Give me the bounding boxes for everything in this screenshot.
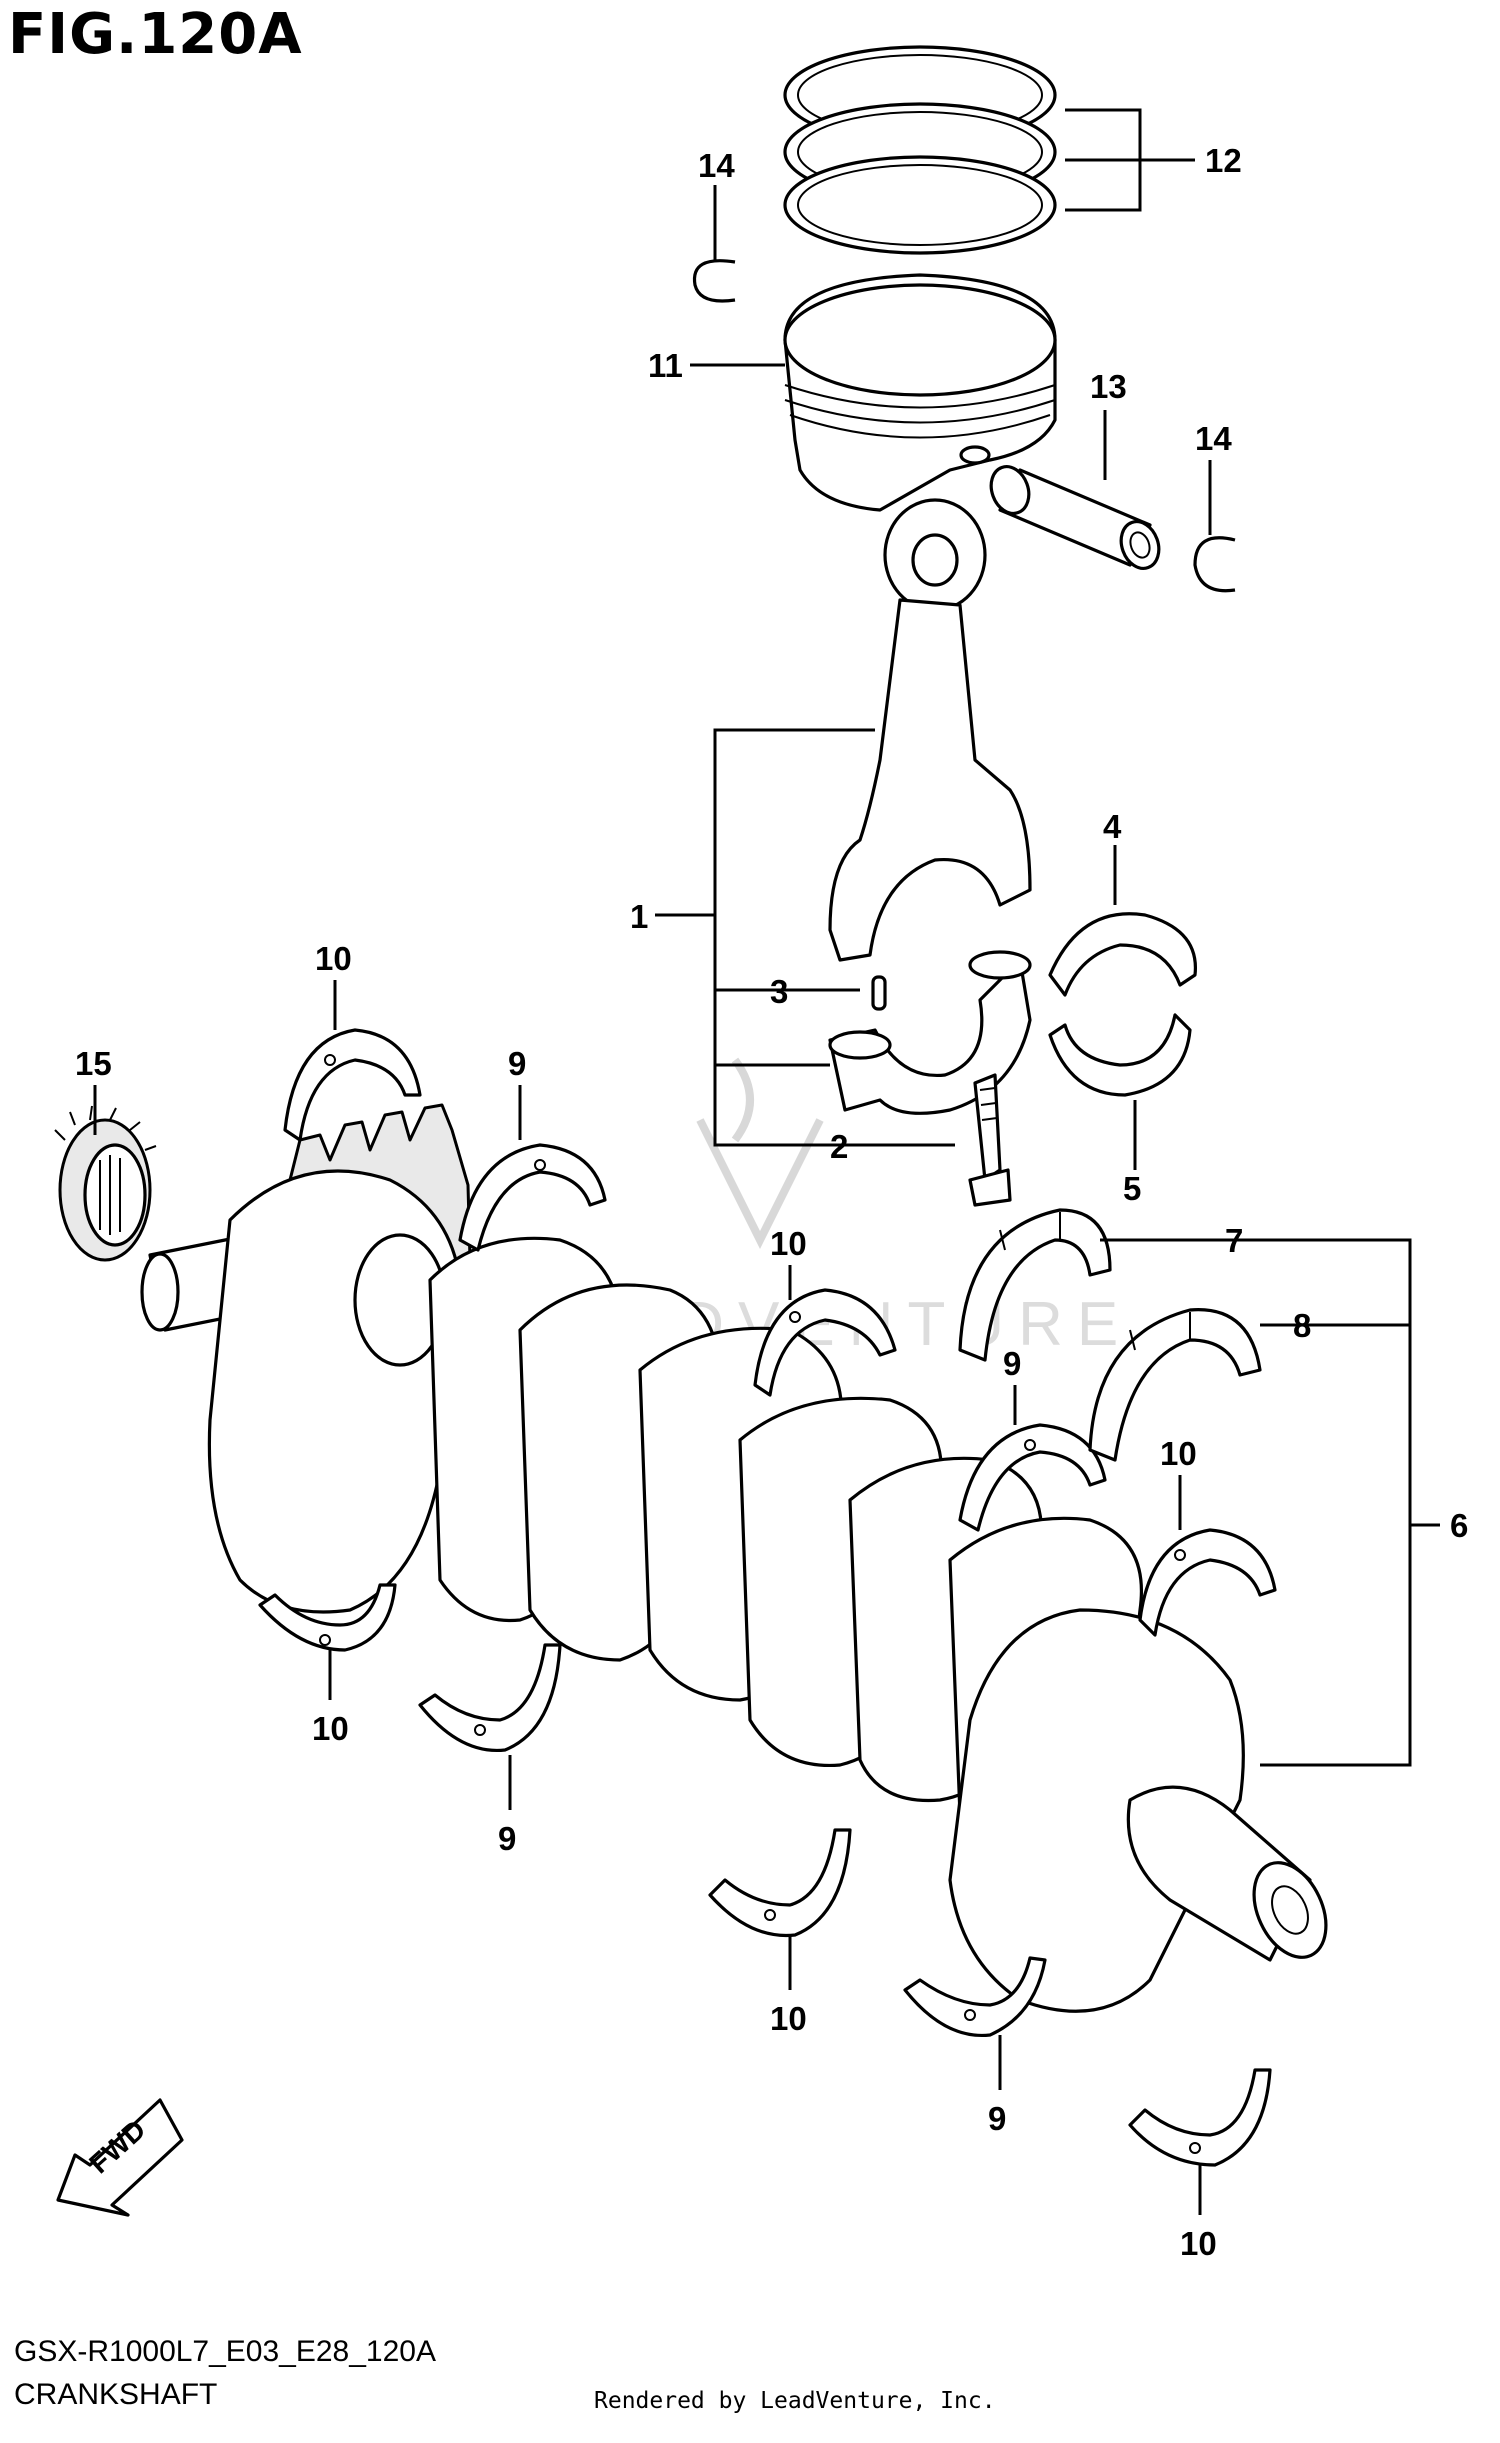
thrust-bearing-8[interactable] [1088, 1308, 1262, 1462]
callout-10d: 10 [312, 1710, 349, 1747]
callout-1: 1 [630, 898, 648, 935]
dowel-pin[interactable] [871, 975, 887, 1011]
circlip-upper[interactable] [692, 259, 736, 303]
callout-9d: 9 [988, 2100, 1006, 2137]
callout-10f: 10 [1180, 2225, 1217, 2262]
rod-bearing-upper[interactable] [1048, 912, 1197, 997]
callout-9c: 9 [498, 1820, 516, 1857]
main-bearing-9-lower-1[interactable] [418, 1643, 562, 1753]
callout-9b: 9 [1003, 1345, 1021, 1382]
callout-8: 8 [1293, 1307, 1311, 1344]
main-bearing-9-upper-1[interactable] [458, 1143, 607, 1252]
callout-4: 4 [1103, 808, 1122, 845]
callout-9a: 9 [508, 1045, 526, 1082]
callout-5: 5 [1123, 1170, 1141, 1207]
callout-7: 7 [1225, 1222, 1243, 1259]
thrust-bearing-7[interactable] [958, 1208, 1112, 1362]
connecting-rod[interactable] [828, 498, 1032, 962]
callout-3: 3 [770, 973, 788, 1010]
callout-2: 2 [830, 1128, 848, 1165]
circlip-lower[interactable] [1193, 536, 1236, 593]
main-bearing-9-lower-2[interactable] [903, 1956, 1047, 2038]
rendered-by-credit: Rendered by LeadVenture, Inc. [594, 2388, 996, 2414]
rod-bolt[interactable] [968, 1073, 1012, 1207]
rod-bearing-lower[interactable] [1048, 1013, 1192, 1097]
piston-pin[interactable] [985, 461, 1165, 573]
main-bearing-upper-2[interactable] [753, 1288, 897, 1397]
main-bearing-lower-3[interactable] [1128, 2068, 1272, 2167]
main-bearing-9-upper-2[interactable] [958, 1423, 1107, 1532]
callout-14a: 14 [698, 147, 735, 184]
callout-labels: 1 2 3 4 5 6 7 8 9 9 9 9 10 10 10 10 10 1… [75, 142, 1468, 2262]
callout-15: 15 [75, 1045, 112, 1082]
figure-title: FIG.120A [8, 2, 303, 67]
callout-10a: 10 [315, 940, 352, 977]
callout-10e: 10 [770, 2000, 807, 2037]
leader-lines [93, 108, 1440, 2215]
main-bearing-lower-1[interactable] [258, 1583, 397, 1652]
main-bearing-upper-3[interactable] [1138, 1528, 1277, 1637]
main-bearing-upper-1[interactable] [283, 1028, 422, 1142]
fwd-arrow-icon [56, 2098, 184, 2217]
callout-11: 11 [648, 347, 683, 384]
crank-gear[interactable] [54, 1105, 157, 1262]
connecting-rod-cap[interactable] [828, 950, 1032, 1115]
callout-12: 12 [1205, 142, 1242, 179]
callout-10c: 10 [1160, 1435, 1197, 1472]
main-bearing-lower-2[interactable] [708, 1828, 852, 1938]
piston-rings[interactable] [783, 45, 1057, 255]
model-code: GSX-R1000L7_E03_E28_120A [14, 2335, 436, 2368]
callout-10b: 10 [770, 1225, 807, 1262]
callout-14b: 14 [1195, 420, 1232, 457]
callout-6: 6 [1450, 1507, 1468, 1544]
piston[interactable] [783, 273, 1057, 512]
section-name: CRANKSHAFT [14, 2378, 218, 2411]
callout-13: 13 [1090, 368, 1127, 405]
